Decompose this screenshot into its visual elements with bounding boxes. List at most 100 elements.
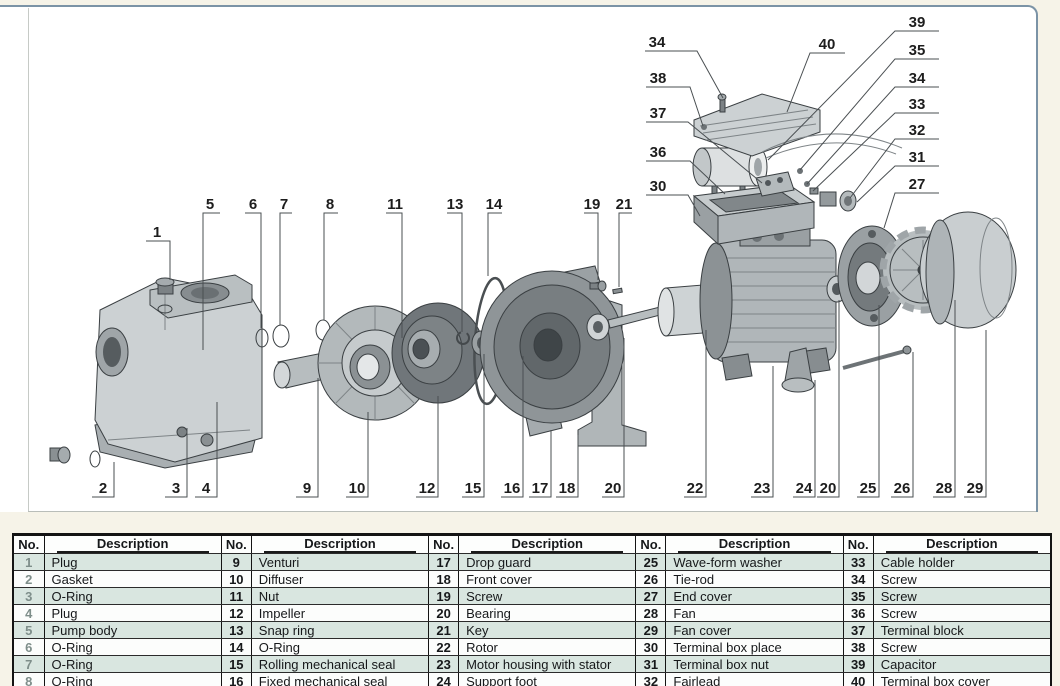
part-desc: Snap ring xyxy=(251,621,429,639)
part-no: 8 xyxy=(14,672,45,686)
part-no: 27 xyxy=(635,587,667,605)
callout-26: 26 xyxy=(894,480,911,497)
callout-39: 39 xyxy=(909,14,926,31)
table-header-row: No. Description xyxy=(635,536,843,554)
callout-15: 15 xyxy=(465,480,482,497)
part-plug-gasket-left xyxy=(49,446,101,468)
part-desc: Screw xyxy=(458,587,636,605)
no-header: No. xyxy=(221,536,252,554)
part-no: 13 xyxy=(221,621,252,639)
part-no: 7 xyxy=(14,655,45,673)
part-no: 38 xyxy=(843,638,874,656)
part-desc: Wave-form washer xyxy=(665,553,843,571)
callout-34-right: 34 xyxy=(909,70,926,87)
callout-4: 4 xyxy=(202,480,211,497)
part-no: 35 xyxy=(843,587,874,605)
part-no: 10 xyxy=(221,570,252,588)
part-front-cover xyxy=(479,265,647,447)
part-desc: Rotor xyxy=(458,638,636,656)
part-no: 37 xyxy=(843,621,874,639)
part-no: 40 xyxy=(843,672,874,686)
part-no: 2 xyxy=(14,570,45,588)
part-no: 32 xyxy=(635,672,667,686)
part-desc: Terminal box cover xyxy=(873,672,1050,686)
part-desc: Tie-rod xyxy=(665,570,843,588)
part-motor-housing xyxy=(699,227,837,381)
description-header: Description xyxy=(251,536,429,554)
part-no: 34 xyxy=(843,570,874,588)
callout-34-top: 34 xyxy=(649,34,666,51)
part-desc: Fixed mechanical seal xyxy=(251,672,429,686)
panel-left-rule xyxy=(28,8,29,511)
part-no: 31 xyxy=(635,655,667,673)
part-desc: Impeller xyxy=(251,604,429,622)
part-no: 29 xyxy=(635,621,667,639)
part-o-rings-small xyxy=(255,319,331,348)
part-pump-body xyxy=(94,274,263,469)
callout-24: 24 xyxy=(796,480,813,497)
part-desc: Pump body xyxy=(44,621,221,639)
part-no: 11 xyxy=(221,587,252,605)
callout-6: 6 xyxy=(249,196,257,213)
part-desc: Front cover xyxy=(458,570,636,588)
part-desc: Bearing xyxy=(458,604,636,622)
callout-38: 38 xyxy=(650,70,667,87)
part-desc: Fan cover xyxy=(665,621,843,639)
callout-19: 19 xyxy=(584,196,601,213)
part-desc: Rolling mechanical seal xyxy=(251,655,429,673)
callout-37: 37 xyxy=(650,105,667,122)
part-no: 18 xyxy=(428,570,460,588)
no-header: No. xyxy=(843,536,874,554)
callout-17: 17 xyxy=(532,480,549,497)
callout-20-rear: 20 xyxy=(820,480,837,497)
part-fairlead-gland xyxy=(819,190,857,212)
callout-32: 32 xyxy=(909,122,926,139)
callout-27: 27 xyxy=(909,176,926,193)
table-header-row: No. Description xyxy=(843,536,1050,554)
part-support-foot xyxy=(781,347,815,393)
callout-3: 3 xyxy=(172,480,180,497)
part-key xyxy=(612,287,623,295)
part-no: 33 xyxy=(843,553,874,571)
description-header: Description xyxy=(458,536,636,554)
callout-7: 7 xyxy=(280,196,288,213)
part-no: 19 xyxy=(428,587,460,605)
part-no: 26 xyxy=(635,570,667,588)
part-bearing-front xyxy=(586,313,610,341)
callout-21: 21 xyxy=(616,196,633,213)
part-no: 5 xyxy=(14,621,45,639)
part-no: 16 xyxy=(221,672,252,686)
part-no: 17 xyxy=(428,553,460,571)
part-impeller xyxy=(391,302,485,404)
part-snap-ring xyxy=(456,331,470,345)
callout-35: 35 xyxy=(909,42,926,59)
callout-40: 40 xyxy=(819,36,836,53)
part-no: 36 xyxy=(843,604,874,622)
part-desc: Screw xyxy=(873,570,1050,588)
description-header: Description xyxy=(665,536,843,554)
callout-31: 31 xyxy=(909,149,926,166)
no-header: No. xyxy=(635,536,667,554)
callout-16: 16 xyxy=(504,480,521,497)
part-desc: Motor housing with stator xyxy=(458,655,636,673)
